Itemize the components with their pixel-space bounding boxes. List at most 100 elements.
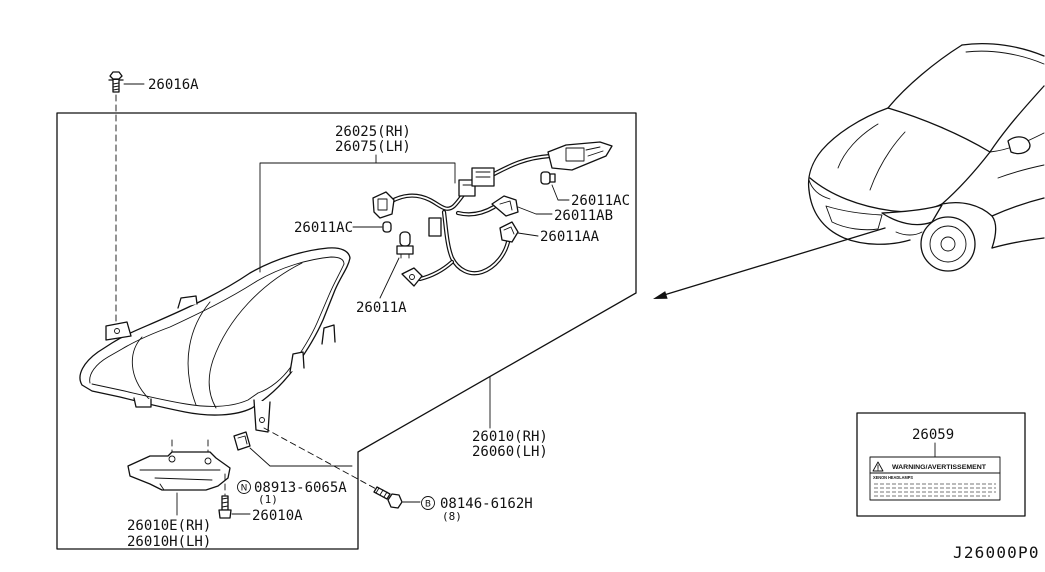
vehicle-windshield-base	[887, 107, 991, 153]
vehicle-rocker	[991, 237, 1045, 249]
bolt-icon	[373, 486, 403, 509]
headlamp-mount-hole-bottom-right	[259, 417, 265, 423]
headlamp-mount-tab-bottom	[133, 397, 152, 408]
illustration-code: J26000P0	[953, 543, 1040, 562]
bolt-26016a-icon	[108, 71, 124, 93]
socket-26011aa-detail	[503, 226, 515, 235]
harness-connector-bottom-hole	[409, 274, 415, 280]
screw-thread	[221, 497, 229, 508]
harness-connector-hanging	[428, 217, 442, 237]
wiring-harness	[372, 141, 613, 287]
bracket-lh-label: 26010H(LH)	[127, 534, 211, 550]
bolt-qty-label: (8)	[442, 510, 462, 523]
socket-ab-label: 26011AB	[554, 208, 613, 224]
socket-26011aa	[499, 221, 519, 243]
clip-marker-circle	[237, 480, 251, 494]
harness-wire-ab-core	[457, 206, 495, 216]
bolt-26016a-head	[109, 71, 123, 80]
screw-label: 26010A	[252, 508, 303, 524]
assembly-frame	[56, 112, 637, 550]
headlamp-lh-label: 26060(LH)	[472, 444, 548, 460]
bulb-26011ac-left	[382, 221, 392, 233]
bulb-right-leader	[551, 184, 570, 201]
headlamp-mount-hole-left	[114, 328, 120, 334]
harness-connector-cluster-a	[458, 179, 476, 197]
warning-label-sticker	[869, 456, 1001, 501]
bolt-head	[387, 493, 403, 509]
bolt-thread	[375, 487, 388, 498]
harness-main-plug-latch	[585, 146, 604, 157]
headlamp-rim-inner	[89, 256, 345, 384]
bulb-26011ac-right-base	[549, 173, 556, 183]
clip-marker: N	[241, 484, 248, 494]
bulb-26011a-capsule	[399, 231, 411, 247]
warning-label-subheading: XENON HEADLAMPS	[873, 475, 913, 480]
clip-part-label: 08913-6065A	[254, 480, 347, 496]
vehicle-a-pillar-left	[887, 44, 963, 109]
bulb-left-label: 26011AC	[294, 220, 353, 236]
bolt-26016a-thread	[112, 82, 120, 91]
harness-lh-label: 26075(LH)	[335, 139, 411, 155]
vehicle-wheel-tire	[920, 216, 976, 272]
vehicle-wheel-hub	[940, 236, 956, 252]
harness-main-plug-detail	[565, 147, 585, 162]
vehicle-roof-line	[961, 42, 1045, 57]
screw-head	[218, 509, 232, 519]
headlamp-mount-tab-right	[321, 324, 336, 345]
headlamp-assembly	[79, 247, 351, 433]
headlamp-reflector-inner	[187, 301, 211, 406]
bracket-icon	[127, 451, 231, 491]
harness-rh-label: 26025(RH)	[335, 124, 411, 140]
warning-label-card: 26059 WARNING/AVERTISSEMENT XENON HEADLA…	[856, 412, 1026, 517]
headlamp-housing-outline	[79, 247, 351, 416]
vehicle-front-bumper	[808, 189, 911, 245]
bolt-axis	[263, 427, 379, 491]
warning-label-text-lines	[874, 483, 996, 497]
bulb-26011a-base	[396, 245, 414, 255]
vehicle-roof-inner	[965, 50, 1045, 65]
harness-callout-bracket	[259, 154, 456, 273]
bolt-marker: B	[425, 500, 431, 510]
bracket-outline	[127, 451, 231, 491]
vehicle-headlamp-right	[808, 179, 831, 200]
headlamp-lens-right-edge	[257, 263, 345, 394]
harness-wire-bottom-core	[419, 261, 453, 280]
socket-ab-leader	[517, 206, 553, 215]
clip-leader	[249, 447, 353, 467]
vehicle-a-pillar-right	[989, 85, 1045, 153]
bulb-right-label: 26011AC	[571, 193, 630, 209]
bulb-26011ac-right	[540, 171, 551, 185]
vehicle-mirror	[1007, 136, 1031, 155]
bulb-main-leader	[379, 257, 400, 299]
headlamp-mount-tab-bottom-right	[253, 399, 271, 433]
vehicle-front-view	[807, 42, 1045, 272]
location-arrow-shaft	[663, 227, 886, 296]
headlamp-mount-tab-right-lower	[289, 351, 305, 373]
vehicle-grille	[825, 205, 883, 231]
socket-26011ab-detail	[499, 200, 513, 211]
vehicle-headlamp-left	[881, 204, 943, 226]
harness-connector-left-detail	[377, 198, 388, 211]
headlamp-lens-lower-edge	[91, 383, 259, 407]
harness-wire-lower-core	[443, 211, 509, 275]
clip-icon	[233, 431, 251, 451]
bolt-26016a-label: 26016A	[148, 77, 199, 93]
socket-aa-leader	[517, 232, 539, 237]
socket-26011ab	[491, 195, 519, 217]
warning-label-heading: WARNING/AVERTISSEMENT	[892, 464, 986, 471]
harness-connector-cluster-detail	[462, 171, 491, 186]
clip-qty-label: (1)	[258, 493, 278, 506]
bolt-marker-circle	[421, 496, 435, 510]
vehicle-hood-left-edge	[807, 107, 889, 191]
bracket-hole-left	[168, 455, 176, 463]
location-arrow-head	[653, 291, 668, 299]
vehicle-door-line	[997, 164, 1045, 179]
bracket-rh-label: 26010E(RH)	[127, 518, 211, 534]
headlamp-rh-label: 26010(RH)	[472, 429, 548, 445]
vehicle-fog-lamp	[895, 231, 923, 236]
bracket-hole-right	[204, 457, 212, 465]
bulb-main-label: 26011A	[356, 300, 407, 316]
bolt-part-label: 08146-6162H	[440, 496, 533, 512]
warning-label-part: 26059	[912, 427, 954, 443]
